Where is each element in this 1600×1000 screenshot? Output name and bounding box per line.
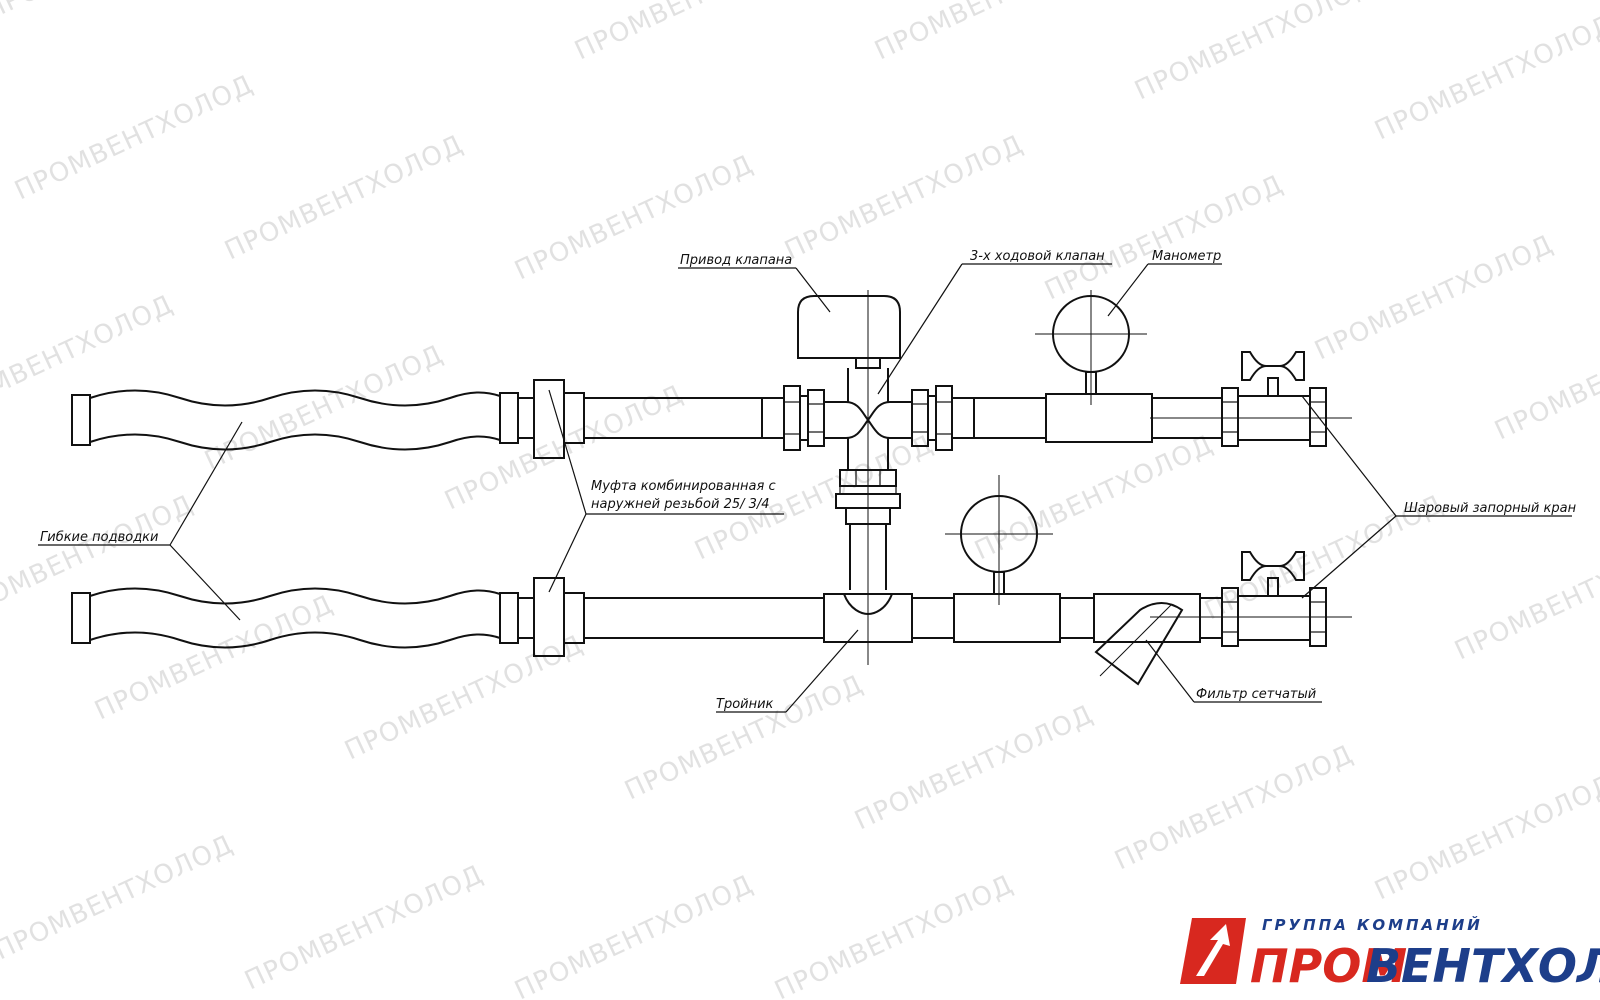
watermark-text: ПРОМВЕНТХОЛОД [1110, 740, 1358, 877]
watermark-text: ПРОМВЕНТХОЛОД [0, 0, 228, 26]
label-ball-valve: Шаровый запорный кран [1404, 501, 1577, 516]
watermark-text: ПРОМВЕНТХОЛОД [620, 670, 868, 807]
supply-line [71, 290, 1352, 470]
label-strainer: Фильтр сетчатый [1196, 687, 1316, 702]
watermark-text: ПРОМВЕНТХОЛОД [0, 490, 198, 627]
watermark-text: ПРОМВЕНТХОЛОД [1490, 310, 1600, 447]
logo-mark-arrow [1196, 924, 1230, 976]
watermark-text: ПРОМВЕНТХОЛОД [220, 130, 468, 267]
watermark-text: ПРОМВЕНТХОЛОД [1310, 230, 1558, 367]
logo-group-text: ГРУППА КОМПАНИЙ [1262, 915, 1483, 934]
label-flex-hoses: Гибкие подводки [40, 530, 159, 545]
label-actuator: Привод клапана [680, 253, 792, 268]
watermark-text: ПРОМВЕНТХОЛОД [10, 70, 258, 207]
watermark-text: ПРОМВЕНТХОЛОД [1370, 770, 1600, 907]
watermark-text: ПРОМВЕНТХОЛОД [1130, 0, 1378, 106]
watermark-text: ПРОМВЕНТХОЛОД [240, 860, 488, 997]
watermark-text: ПРОМВЕНТХОЛОД [340, 630, 588, 767]
label-pressure-gauge: Манометр [1152, 249, 1221, 264]
label-tee: Тройник [716, 697, 774, 712]
watermark-text: ПРОМВЕНТХОЛОД [90, 590, 338, 727]
bypass-connection [835, 290, 901, 665]
annotations: Привод клапана 3-х ходовой клапан Маноме… [38, 249, 1577, 713]
watermark-text: ПРОМВЕНТХОЛОД [870, 0, 1118, 66]
watermark-text: ПРОМВЕНТХОЛОД [1370, 10, 1600, 147]
watermark-text: ПРОМВЕНТХОЛОД [770, 870, 1018, 1000]
logo-brand-blue: ВЕНТХОЛОД [1366, 939, 1600, 993]
label-coupling-line2: наружней резьбой 25/ 3/4 [591, 497, 770, 512]
watermark-text: ПРОМВЕНТХОЛОД [200, 340, 448, 477]
watermark-text: ПРОМВЕНТХОЛОД [1450, 530, 1600, 667]
watermark-text: ПРОМВЕНТХОЛОД [780, 130, 1028, 267]
logo-brand-red: ПРОМ [1250, 939, 1407, 993]
return-line [71, 475, 1352, 686]
watermark-text: ПРОМВЕНТХОЛОД [510, 870, 758, 1000]
label-three-way-valve: 3-х ходовой клапан [970, 249, 1105, 264]
watermark-text: ПРОМВЕНТХОЛОД [0, 830, 238, 967]
watermark-text: ПРОМВЕНТХОЛОД [850, 700, 1098, 837]
watermark-text: ПРОМВЕНТХОЛОД [570, 0, 818, 66]
company-logo: ГРУППА КОМПАНИЙ ПРОМ ВЕНТХОЛОД [1180, 915, 1600, 993]
watermark-text: ПРОМВЕНТХОЛОД [1040, 170, 1288, 307]
label-coupling-line1: Муфта комбинированная с [591, 479, 776, 494]
